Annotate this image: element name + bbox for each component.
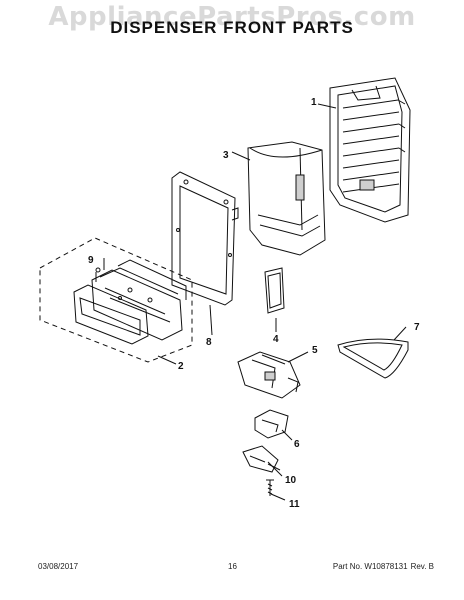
callout-7: 7 [414,322,420,333]
part-6-actuator [254,409,289,439]
part-10-bracket [242,445,281,473]
part-1-dispenser-housing [329,77,411,223]
part-5-switch-assembly [237,351,301,399]
callout-6: 6 [294,439,300,450]
footer-date: 03/08/2017 [38,562,79,571]
callout-10: 10 [285,475,297,486]
callout-4: 4 [273,334,279,345]
part-2-control-group [39,237,193,363]
footer-page-number: 16 [228,562,237,571]
callout-9: 9 [88,255,94,266]
watermark: AppliancePartsPros.com [48,2,416,32]
part-7-drip-tray [337,338,409,379]
page-title: DISPENSER FRONT PARTS [110,18,354,37]
callout-11: 11 [289,499,300,510]
part-3-recess-cup [247,141,326,256]
part-4-insert [264,267,285,314]
footer-part-label: Part No. W10878131 [332,562,408,571]
footer-revision: Rev. B [410,562,434,571]
leader-lines [103,103,407,501]
callout-2: 2 [178,361,184,372]
callout-5: 5 [312,345,318,356]
part-11-screw [266,479,274,496]
callout-1: 1 [311,97,317,108]
callout-8: 8 [206,337,212,348]
part-8-frame [171,171,239,306]
callout-3: 3 [223,150,229,161]
